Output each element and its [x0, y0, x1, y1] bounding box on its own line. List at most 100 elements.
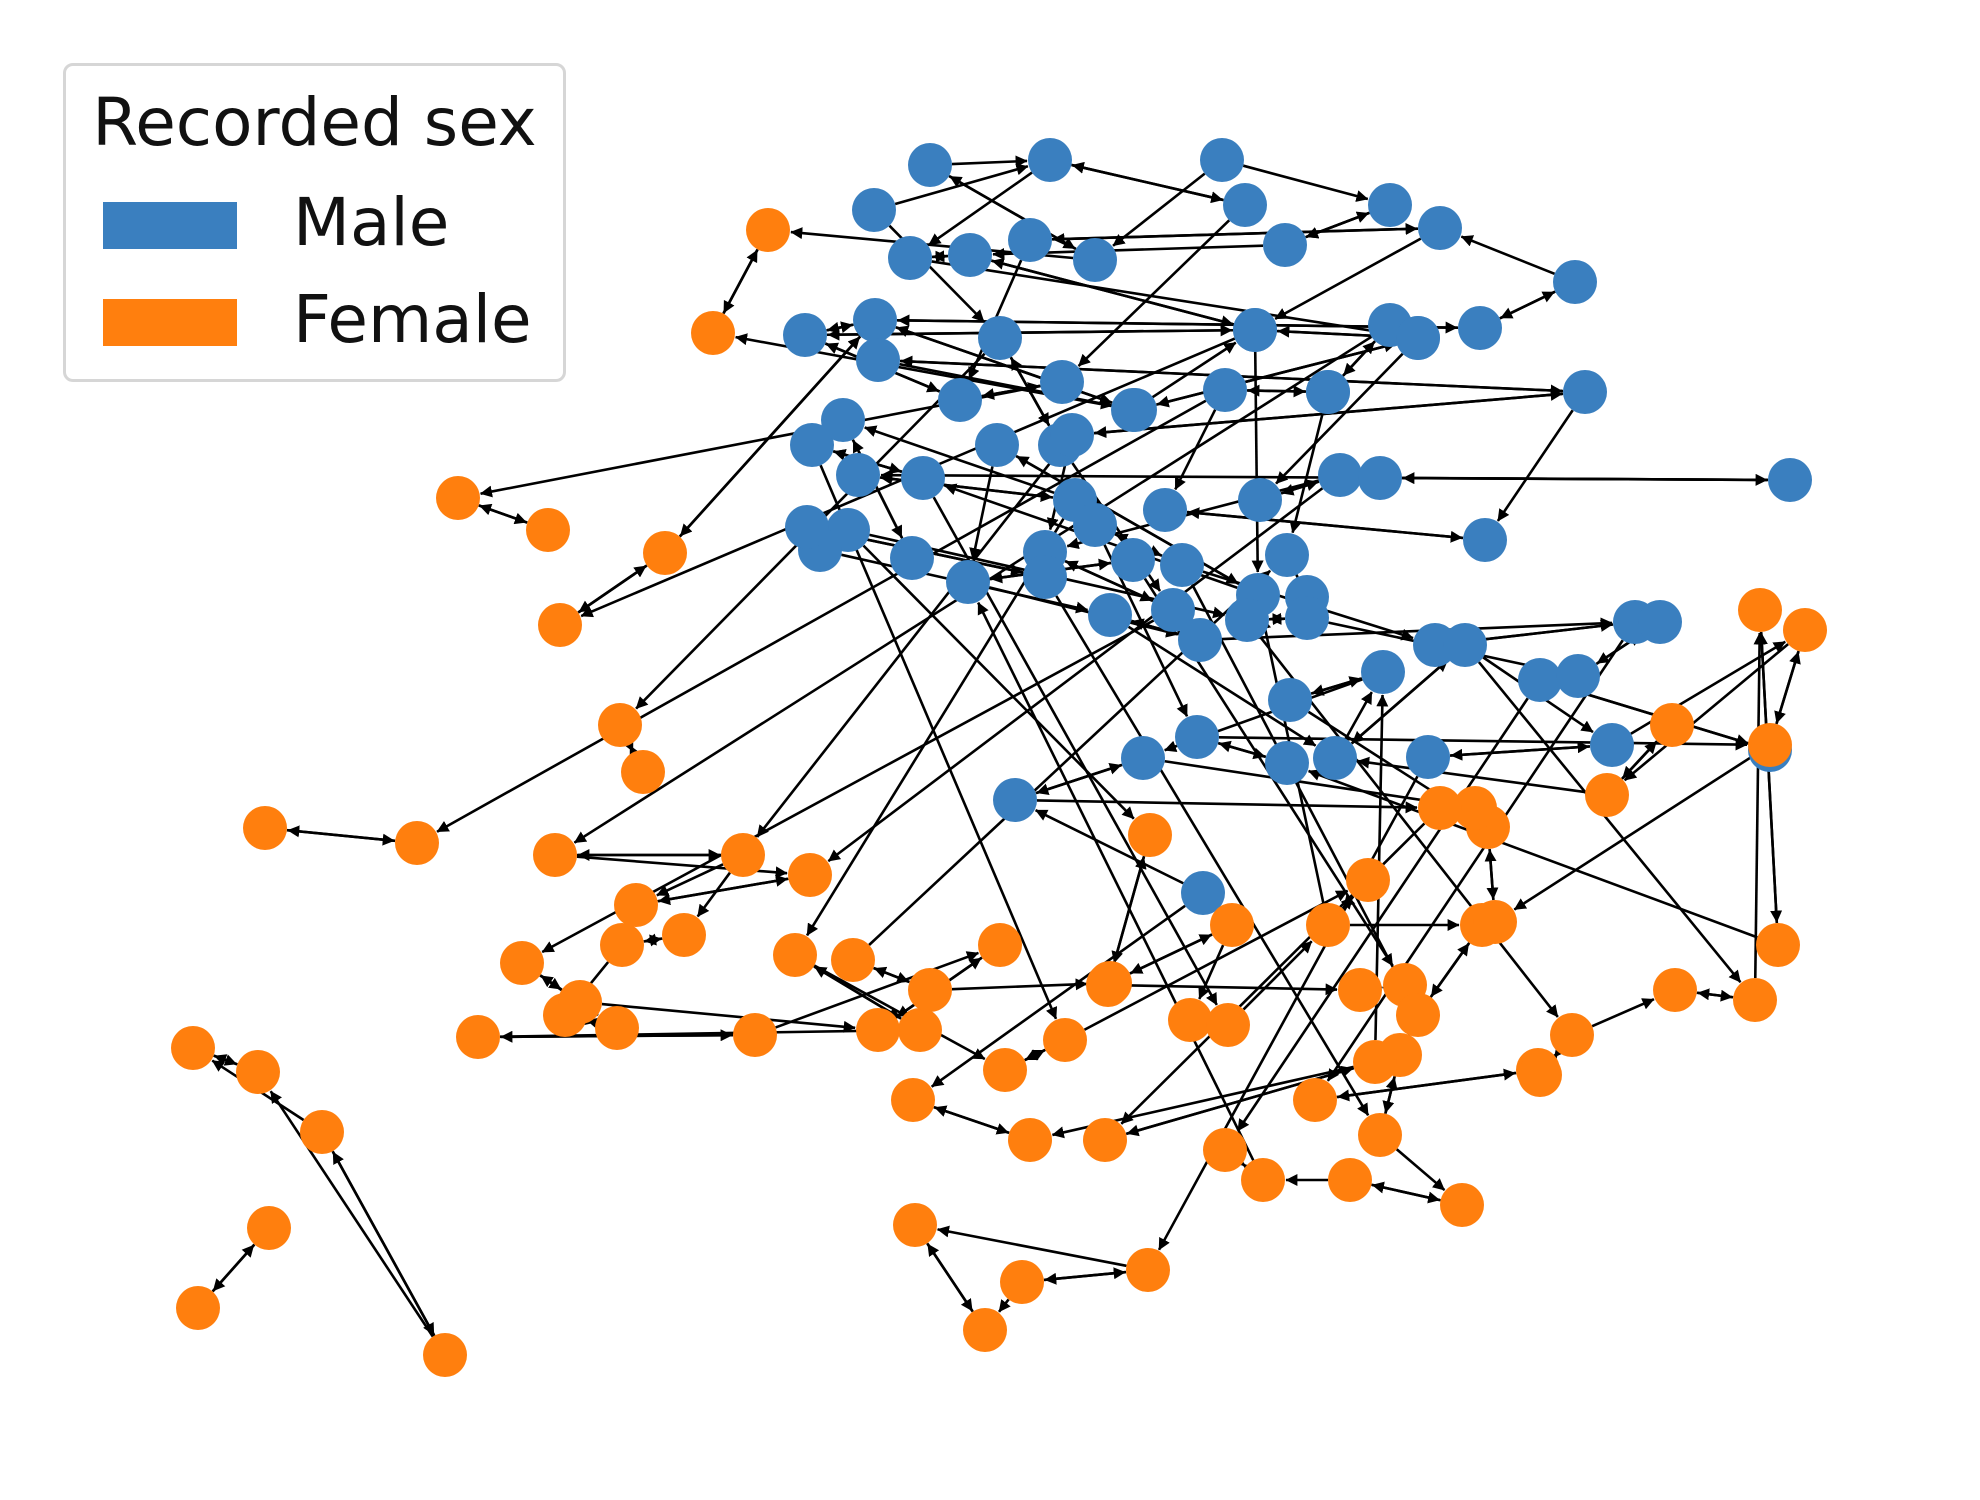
edge-m79-f64	[1036, 799, 1418, 814]
node-male-m30	[1306, 370, 1350, 414]
edge-m17-m16	[826, 321, 854, 334]
node-male-m3	[1200, 138, 1244, 182]
node-female-f69	[1126, 1248, 1170, 1292]
node-male-m51	[890, 536, 934, 580]
node-female-f71	[893, 1203, 937, 1247]
node-male-m32	[1050, 413, 1094, 457]
edge-f6-f5	[577, 564, 647, 614]
edge-f60-m70	[1357, 756, 1586, 794]
edge-m70-m76	[1344, 691, 1373, 740]
node-female-f33	[1210, 903, 1254, 947]
node-male-m75	[1406, 735, 1450, 779]
node-female-f22	[733, 1013, 777, 1057]
node-male-m50	[821, 398, 865, 442]
node-male-m36	[1318, 453, 1362, 497]
edge-m45-m50	[864, 425, 1055, 495]
node-male-m71	[1443, 623, 1487, 667]
edge-f42-f41	[1430, 942, 1471, 998]
node-female-f32	[1128, 813, 1172, 857]
edge-m2-m15	[928, 171, 1033, 246]
node-male-m48	[836, 453, 880, 497]
node-female-f75	[236, 1050, 280, 1094]
node-female-f38	[1346, 858, 1390, 902]
edge-m75-m74	[1449, 741, 1590, 757]
edge-f46-f45	[1371, 1183, 1441, 1204]
node-male-m2	[1028, 138, 1072, 182]
node-female-f15	[662, 913, 706, 957]
edge-m9-m5	[1052, 227, 1419, 245]
edge-f24-f29	[813, 964, 986, 1061]
edge-f20-f27	[601, 1002, 856, 1033]
node-male-m24	[1203, 368, 1247, 412]
edge-m7-m2	[1071, 161, 1224, 202]
edge-m38-m34	[1187, 507, 1464, 540]
edge-f68-f67	[933, 1105, 1009, 1135]
node-female-f62	[1473, 900, 1517, 944]
edge-f33-f35	[1198, 944, 1225, 1000]
edge-f74-f73	[331, 1150, 436, 1336]
node-female-f9	[243, 806, 287, 850]
node-male-m62	[1225, 598, 1269, 642]
node-female-f78	[176, 1286, 220, 1330]
edge-f44-f45	[1395, 1148, 1446, 1192]
node-male-m22	[978, 316, 1022, 360]
node-male-m63	[1285, 596, 1329, 640]
legend: Recorded sex Male Female	[63, 63, 566, 382]
node-female-f68	[891, 1078, 935, 1122]
edge-m32-f12	[756, 451, 1060, 838]
edge-m30-m40	[1289, 413, 1324, 534]
edge-f34-f33	[1129, 933, 1212, 975]
edge-f2-f1	[722, 249, 759, 315]
node-male-m73	[1638, 600, 1682, 644]
node-male-m80	[1181, 871, 1225, 915]
node-male-m68	[1175, 715, 1219, 759]
node-female-f12	[721, 833, 765, 877]
edge-f30-f29	[1024, 1048, 1046, 1061]
node-female-f48	[1203, 1128, 1247, 1172]
node-male-m47	[901, 456, 945, 500]
node-female-f4	[526, 508, 570, 552]
edge-m26-m35	[1275, 352, 1404, 485]
node-female-f35	[1168, 998, 1212, 1042]
edge-m33-m31	[1156, 340, 1397, 406]
node-female-f30	[1043, 1018, 1087, 1062]
node-female-f29	[983, 1048, 1027, 1092]
node-female-f72	[963, 1308, 1007, 1352]
edge-f12-f14	[656, 863, 724, 897]
node-male-m40	[1265, 533, 1309, 577]
node-female-f55	[1756, 923, 1800, 967]
edge-m27-m38	[1496, 409, 1574, 522]
legend-label-male: Male	[293, 184, 450, 261]
node-male-m34	[1143, 488, 1187, 532]
legend-title: Recorded sex	[92, 84, 537, 161]
edge-m3-m8	[1242, 164, 1369, 202]
node-male-m27	[1563, 370, 1607, 414]
edge-m65-f48	[1236, 697, 1529, 1132]
edge-f8-f7	[628, 745, 641, 759]
edge-f48-f47	[1232, 1153, 1246, 1167]
edge-m63-m62	[1269, 612, 1286, 625]
node-male-m1	[908, 143, 952, 187]
node-female-f14	[614, 883, 658, 927]
edge-m56-f44	[1055, 595, 1370, 1116]
node-male-m8	[1368, 183, 1412, 227]
edge-f58-f57	[1775, 651, 1801, 725]
node-male-m16	[783, 313, 827, 357]
node-male-m20	[1040, 360, 1084, 404]
edge-m14-m15	[932, 250, 949, 263]
node-male-m13	[1263, 223, 1307, 267]
node-female-f2	[691, 311, 735, 355]
edge-m46-m55	[969, 466, 994, 561]
edge-m61-m66	[1221, 617, 1613, 641]
edge-f56-f55	[1759, 631, 1783, 923]
node-female-f3	[436, 476, 480, 520]
edge-m4-m2	[894, 163, 1029, 206]
edge-f44-f43	[1384, 1076, 1398, 1114]
node-male-m6	[1073, 238, 1117, 282]
node-female-f64	[1418, 786, 1462, 830]
node-female-f76	[171, 1026, 215, 1070]
node-female-f34	[1088, 961, 1132, 1005]
node-female-f26	[908, 968, 952, 1012]
node-female-f41	[1396, 993, 1440, 1037]
node-male-m69	[1265, 741, 1309, 785]
